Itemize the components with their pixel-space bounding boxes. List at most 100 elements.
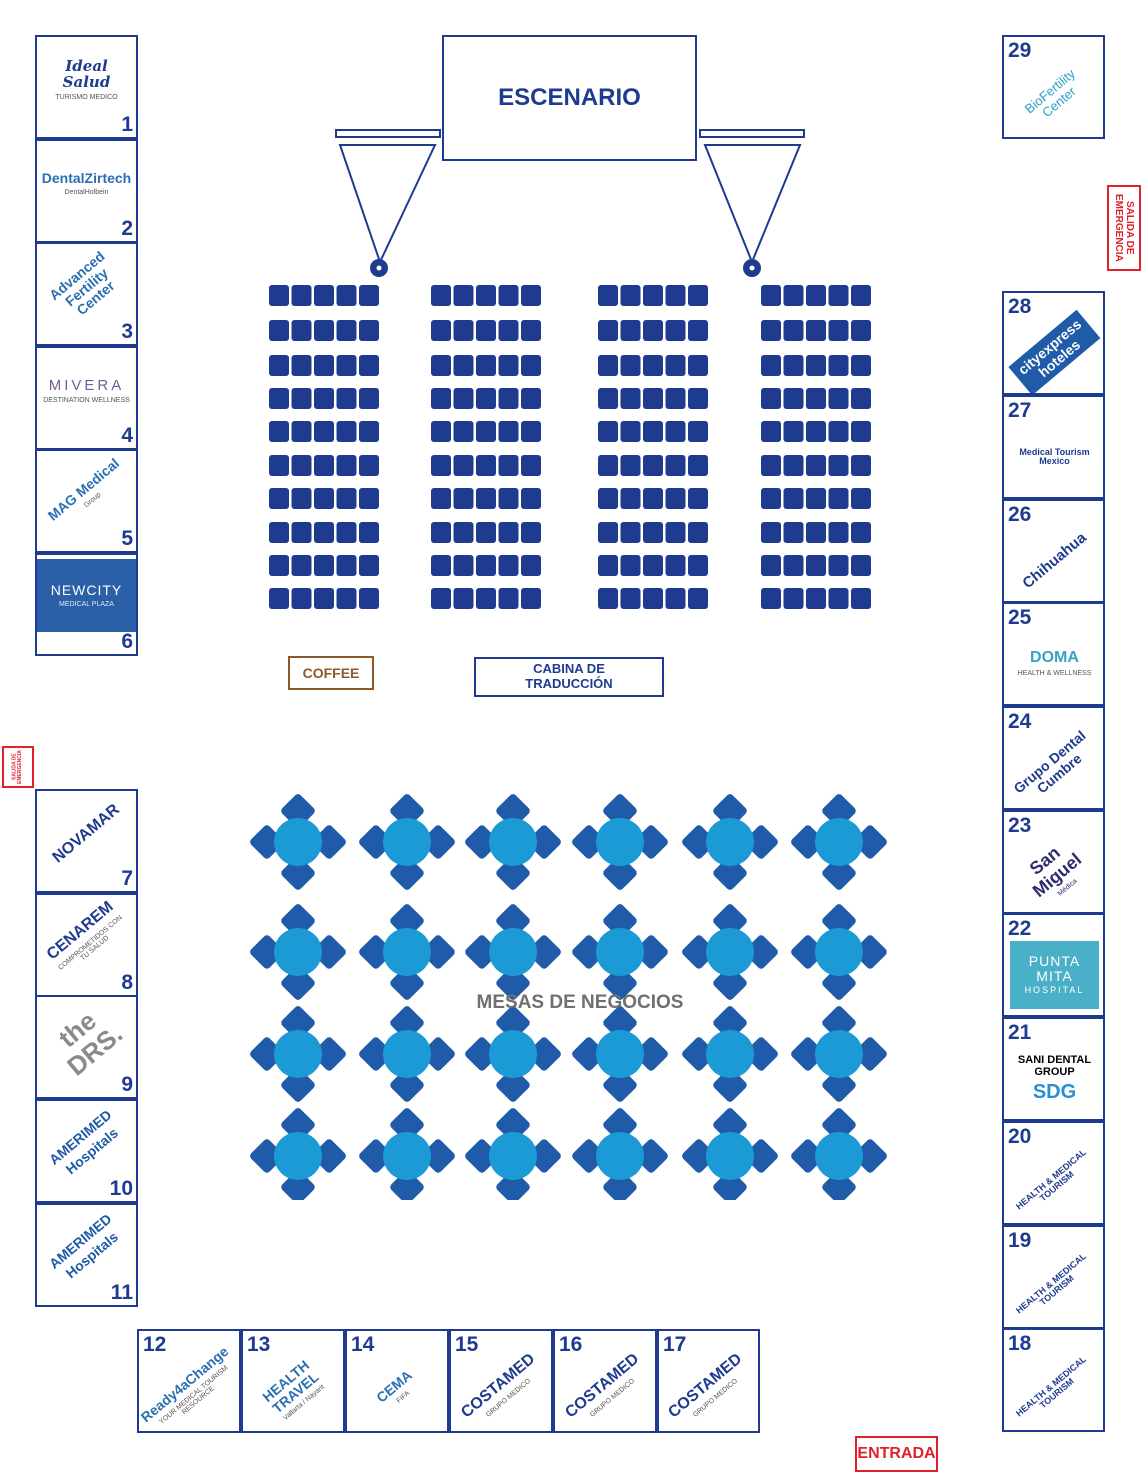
seat-b1-r2-c3 [314,320,334,341]
seat-b4-r6-c1 [761,455,781,476]
seat-b2-r8-c2 [453,522,474,543]
seat-b4-r2-c4 [828,320,849,341]
seat-b4-r8-c2 [783,522,804,543]
table-chair [281,856,315,890]
seat-b3-r4-c1 [598,388,618,409]
seat-b4-r9-c2 [783,555,804,576]
seat-b1-r3-c4 [336,355,357,376]
table-chair [713,1170,747,1200]
seat-b4-r1-c5 [851,285,871,306]
seat-b2-r8-c4 [498,522,519,543]
seat-b4-r10-c1 [761,588,781,609]
seat-b3-r3-c5 [688,355,708,376]
exhibitor-name: cityexpress hoteles [1008,310,1101,393]
seat-b4-r2-c2 [783,320,804,341]
seat-b4-r5-c2 [783,421,804,442]
table-chair [603,1068,637,1102]
booth-logo: HEALTH & MEDICAL TOURISM [1010,1251,1099,1321]
table-chair [572,825,606,859]
table-chair [250,825,284,859]
seat-b2-r5-c3 [476,421,496,442]
table-chair [603,1006,637,1040]
table-chair [281,1170,315,1200]
table-chair [496,856,530,890]
booth-logo: HEALTH & MEDICAL TOURISM [1010,1146,1099,1217]
projector-left [335,129,441,277]
entrance-label: ENTRADA [857,1445,936,1462]
exhibitor-tagline: SDG [1032,1080,1077,1103]
seat-b3-r1-c5 [688,285,708,306]
table-chair [390,1006,424,1040]
seat-b3-r8-c3 [643,522,663,543]
seat-b1-r4-c5 [359,388,379,409]
seat-b1-r6-c4 [336,455,357,476]
table-chair [527,1037,561,1071]
seat-b3-r1-c1 [598,285,618,306]
booth-logo: Chihuahua [1010,527,1099,595]
booth-9[interactable]: the DRS.9 [35,995,138,1099]
exhibitor-name: NOVAMAR [49,800,123,867]
table-chair [496,1108,530,1142]
table-chair [359,825,393,859]
business-table-r1-c1 [250,794,346,890]
seat-b1-r1-c4 [336,285,357,306]
booth-number: 25 [1008,606,1032,629]
booth-number: 23 [1008,814,1032,837]
seat-b1-r10-c3 [314,588,334,609]
booth-number: 1 [121,113,133,136]
seat-b2-r6-c1 [431,455,451,476]
exhibitor-name: CEMA [373,1367,416,1407]
seat-b1-r3-c2 [291,355,312,376]
table-top [815,818,863,866]
seat-b2-r4-c5 [521,388,541,409]
seat-b1-r7-c3 [314,488,334,509]
exhibitor-name: HEALTH & MEDICAL TOURISM [1013,1353,1089,1419]
table-chair [791,935,825,969]
table-chair [390,856,424,890]
exhibitor-name: HEALTH & MEDICAL TOURISM [1013,1146,1089,1212]
seat-b3-r4-c3 [643,388,663,409]
table-chair [713,794,747,828]
seat-b3-r8-c2 [620,522,641,543]
table-chair [744,825,778,859]
business-table-r1-c5 [682,794,778,890]
seat-b2-r6-c4 [498,455,519,476]
table-chair [822,1108,856,1142]
seat-b4-r4-c2 [783,388,804,409]
table-chair [496,966,530,1000]
table-chair [634,1037,668,1071]
business-table-r2-c6 [791,904,887,1000]
